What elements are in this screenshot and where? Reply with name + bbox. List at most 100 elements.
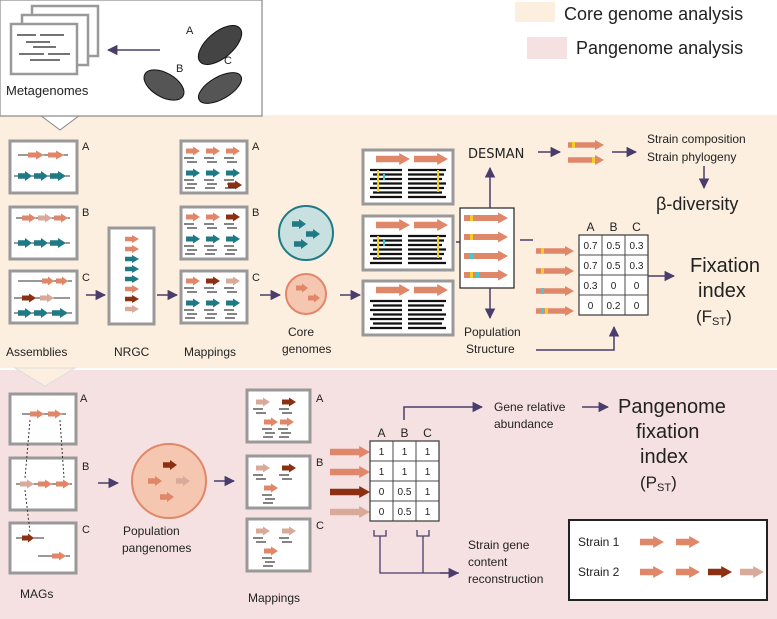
- gene-arrow-icon: [18, 308, 32, 318]
- pst-matrix-value: 1: [425, 467, 431, 478]
- pst-matrix-value: 1: [379, 467, 385, 478]
- matrix-to-gene-abundance-arrow: [403, 401, 484, 420]
- gene-arrow-icon: [50, 238, 66, 248]
- gene-arrow-icon: [125, 255, 139, 263]
- pst-matrix-header: C: [423, 426, 432, 440]
- legend-core-label: Core genome analysis: [564, 4, 743, 24]
- snp-mark: [541, 308, 544, 314]
- gene-arrow-icon: [306, 229, 320, 239]
- gene-arrow-icon: [330, 486, 370, 498]
- pst-close: ): [671, 473, 677, 492]
- gene-arrow-icon: [282, 463, 296, 473]
- gene-arrow-icon: [226, 168, 240, 178]
- metagenomes-label: Metagenomes: [6, 83, 89, 98]
- gene-arrow-icon: [186, 276, 200, 286]
- fst-matrix-value: 0.3: [630, 241, 644, 252]
- gene-arrow-icon: [264, 417, 278, 427]
- gene-arrow-icon: [125, 235, 139, 243]
- gene-arrow-icon: [52, 308, 68, 318]
- gene-arrow-icon: [38, 213, 52, 223]
- pan-mapping-box-a: [245, 388, 312, 444]
- gene-arrow-icon: [42, 276, 54, 286]
- assembly-box-b: [8, 205, 79, 261]
- strain-gene-label-2: content: [468, 555, 508, 569]
- strain1-legend-label: Strain 1: [578, 535, 620, 549]
- gene-arrow-icon: [280, 417, 294, 427]
- core-mapping-label-b: B: [252, 207, 259, 219]
- gene-arrow-icon: [40, 293, 54, 303]
- gene-arrow-icon: [308, 293, 320, 303]
- core-alignments: [361, 148, 455, 337]
- gene-arrow-icon: [376, 219, 410, 231]
- gene-arrow-icon: [125, 265, 139, 273]
- fst-matrix-value: 0.3: [584, 281, 598, 292]
- gene-arrow-icon: [28, 150, 44, 160]
- gene-arrow-icon: [330, 506, 370, 518]
- gene-arrow-icon: [163, 460, 177, 470]
- core-mapping-label-c: C: [252, 272, 260, 284]
- gene-arrow-icon: [226, 298, 240, 308]
- core-circle-arrows: [292, 219, 320, 303]
- pst-label-2: fixation: [636, 421, 699, 443]
- pst-label-3: index: [640, 446, 688, 468]
- pst-matrix-value: 1: [425, 447, 431, 458]
- population-pangenomes-label-1: Population: [123, 524, 180, 538]
- gene-arrow-icon: [414, 219, 448, 231]
- mussel-label-c: C: [224, 55, 232, 67]
- core-mapping-label-a: A: [252, 141, 260, 153]
- assembly-box-a: [8, 139, 79, 195]
- strain2-legend-label: Strain 2: [578, 565, 620, 579]
- gene-arrow-icon: [50, 171, 66, 181]
- assemblies-label: Assemblies: [6, 345, 67, 359]
- gene-arrow-icon: [206, 276, 220, 286]
- strain2-gene-arrow-icon: [708, 566, 732, 578]
- snp-mark: [541, 248, 544, 254]
- fst-label-3: (FST): [696, 307, 732, 328]
- gene-arrow-icon: [38, 479, 52, 489]
- pan-mapping-box-c: [245, 517, 312, 573]
- fst-label-2: index: [698, 280, 746, 302]
- gene-arrow-icon: [226, 234, 240, 244]
- pst-matrix-value: 1: [402, 467, 408, 478]
- strain2-gene-arrow-icon: [640, 566, 664, 578]
- population-pangenomes-label-2: pangenomes: [122, 541, 191, 555]
- beta-diversity-label: β-diversity: [656, 194, 738, 214]
- pan-mappings-label: Mappings: [248, 591, 300, 605]
- core-mappings: [179, 139, 249, 325]
- desman-strain-arrows: [568, 140, 604, 165]
- strain-legend-box: [568, 519, 768, 601]
- pst-matrix-value: 1: [425, 507, 431, 518]
- population-structure-label-2: Structure: [466, 342, 515, 356]
- fst-label-1: Fixation: [690, 255, 760, 277]
- pst-matrix-value: 0.5: [398, 487, 412, 498]
- gene-arrow-icon: [148, 476, 162, 486]
- gene-arrow-icon: [160, 492, 174, 502]
- mag-label-a: A: [80, 393, 88, 405]
- core-assemblies: [8, 139, 79, 325]
- gene-arrow-icon: [536, 266, 574, 276]
- pst-matrix-value: 1: [425, 487, 431, 498]
- strain2-gene-arrow-icon: [676, 566, 700, 578]
- gene-arrow-icon: [206, 298, 220, 308]
- gene-relative-label-2: abundance: [494, 417, 554, 431]
- snp-mark: [545, 308, 548, 314]
- pst-matrix-value: 1: [379, 447, 385, 458]
- legend-pan-swatch: [527, 37, 567, 59]
- pst-row-arrows: [330, 446, 370, 518]
- fst-subscript: ST: [712, 316, 726, 328]
- gene-arrow-icon: [206, 234, 220, 244]
- gene-arrow-icon: [226, 146, 240, 156]
- gene-arrow-icon: [294, 239, 308, 249]
- fst-matrix-value: 0.5: [607, 261, 621, 272]
- gene-arrow-icon: [125, 245, 139, 253]
- gene-arrow-icon: [282, 526, 296, 536]
- gene-arrow-icon: [125, 285, 139, 293]
- strain-legend-arrows: [640, 536, 764, 578]
- gene-arrow-icon: [186, 146, 200, 156]
- gene-arrow-icon: [52, 551, 66, 561]
- mussel-label-b: B: [176, 63, 183, 75]
- snp-mark: [470, 234, 473, 240]
- gene-arrow-icon: [536, 286, 574, 296]
- gene-arrow-icon: [186, 212, 200, 222]
